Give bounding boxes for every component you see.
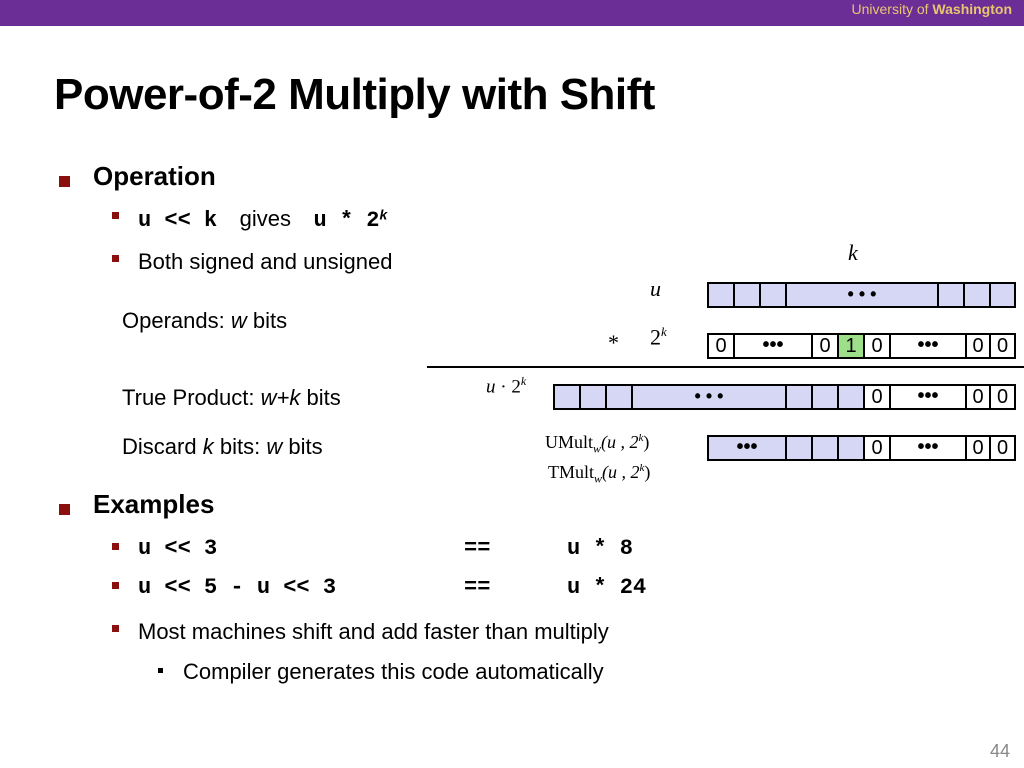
umult-label: UMultw(u , 2k) (545, 432, 649, 457)
tmult-sup: k (639, 462, 645, 474)
umult-args: (u , 2 (601, 432, 639, 452)
signed-note: Both signed and unsigned (138, 249, 393, 274)
product-separator (427, 366, 1024, 368)
example-1-left: u << 3 (138, 536, 218, 561)
u-bit-row: • • • (707, 282, 1016, 308)
discard-k: k (202, 434, 214, 459)
bit-zero: 0 (967, 386, 989, 408)
bit-one: 1 (839, 335, 863, 357)
bit-zero: 0 (865, 437, 889, 459)
discard-bits2: bits (288, 434, 323, 459)
two-k-label: 2k (650, 324, 667, 350)
bullet-square (59, 176, 70, 187)
tmult-close: ) (644, 462, 651, 482)
true-w: w+k (260, 385, 301, 410)
sub-bullet (112, 582, 119, 589)
shift-expression: u << k gives u * 2k (138, 206, 387, 233)
bit-zero: 0 (865, 335, 889, 357)
bit-zero: 0 (813, 335, 837, 357)
examples-heading: Examples (93, 489, 215, 519)
bit-zero: 0 (709, 335, 733, 357)
sub-bullet (112, 543, 119, 550)
bit-zero: 0 (967, 437, 989, 459)
operation-heading: Operation (93, 161, 216, 191)
sub-bullet (112, 255, 119, 262)
true-product-label: True Product: w+k bits (122, 385, 341, 411)
example-2-right: u * 24 (567, 575, 647, 600)
university-logo-text: University of Washington (852, 1, 1013, 17)
bit-ellipsis: ••• (762, 334, 784, 356)
bit-ellipsis: ••• (736, 436, 758, 458)
k-label: k (848, 240, 858, 265)
operands-label: Operands: w bits (122, 308, 287, 334)
tmult-sub: w (594, 471, 603, 486)
prod-u: u (486, 376, 496, 398)
product-bit-row: • • • 0 ••• 0 0 (553, 384, 1016, 410)
org-name: Washington (932, 1, 1012, 17)
example-1-right: u * 8 (567, 536, 634, 561)
note-compiler: Compiler generates this code automatical… (183, 659, 604, 684)
example-2-eq: == (464, 575, 491, 600)
bullet-square (59, 504, 70, 515)
bit-zero: 0 (991, 437, 1014, 459)
bit-ellipsis: ••• (891, 437, 965, 459)
sub-bullet (112, 625, 119, 632)
result-bit-row: ••• 0 ••• 0 0 (707, 435, 1016, 461)
ellipsis: • • • (847, 284, 877, 304)
sub-sub-bullet (158, 668, 163, 673)
note-shift-add: Most machines shift and add faster than … (138, 619, 609, 644)
expr-left: u << k (138, 208, 218, 233)
operands-w: w (230, 308, 247, 333)
discard-text: Discard (122, 434, 197, 459)
prod-sup: k (520, 374, 527, 388)
bit-zero: 0 (991, 335, 1014, 357)
bit-zero: 0 (865, 386, 889, 408)
gives-text: gives (239, 206, 292, 231)
umult-sub: w (593, 441, 602, 456)
two-k-bit-row: 0 ••• 0 1 0 ••• 0 0 (707, 333, 1016, 359)
tmult-args: (u , 2 (602, 462, 640, 482)
org-prefix: University of (851, 1, 929, 17)
prod-dot: · 2 (495, 376, 521, 398)
discard-w: w (266, 434, 283, 459)
top-bar: University of Washington (0, 0, 1024, 26)
umult-text: UMult (545, 432, 594, 452)
ellipsis: • • • (694, 386, 724, 406)
two-text: 2 (650, 324, 661, 350)
sub-bullet (112, 212, 119, 219)
umult-close: ) (643, 432, 650, 452)
two-sup: k (661, 324, 667, 339)
true-text: True Product: (122, 385, 255, 410)
example-1-eq: == (464, 536, 491, 561)
true-bits: bits (306, 385, 341, 410)
slide-title: Power-of-2 Multiply with Shift (54, 70, 655, 119)
page-number: 44 (989, 741, 1010, 761)
u-label: u (650, 276, 661, 301)
bit-ellipsis: ••• (917, 334, 939, 356)
product-label: u · 2k (486, 374, 526, 398)
bit-zero: 0 (991, 386, 1014, 408)
discard-label: Discard k bits: w bits (122, 434, 323, 460)
expr-right-sup: k (379, 206, 388, 223)
tmult-label: TMultw(u , 2k) (548, 462, 650, 487)
operands-bits: bits (252, 308, 288, 333)
example-2-left: u << 5 - u << 3 (138, 575, 337, 600)
discard-bits: bits: (219, 434, 261, 459)
bit-ellipsis: ••• (891, 386, 965, 408)
tmult-text: TMult (548, 462, 595, 482)
operands-text: Operands: (122, 308, 225, 333)
star-label: * (608, 330, 619, 355)
expr-right: u * 2 (313, 208, 380, 233)
bit-zero: 0 (967, 335, 989, 357)
umult-sup: k (638, 432, 644, 444)
